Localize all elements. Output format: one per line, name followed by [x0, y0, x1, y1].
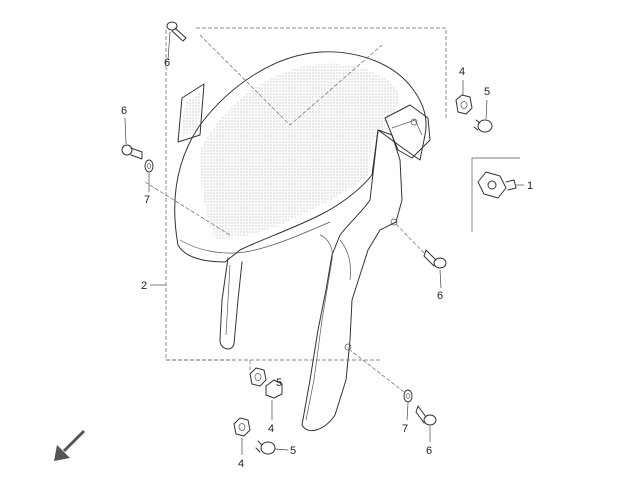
callout-7-left: 7	[144, 194, 150, 206]
assembly-boundary	[165, 27, 447, 370]
inset-part-1	[471, 157, 524, 232]
arrow-down-left-icon	[54, 429, 86, 461]
bolt-bottom-right	[415, 405, 437, 442]
bolt-left	[121, 117, 143, 160]
callout-6-right: 6	[437, 290, 443, 302]
callout-6-top-left: 6	[164, 57, 170, 69]
callout-1: 1	[527, 180, 533, 192]
nut-top-right	[455, 80, 473, 115]
callout-6-bottom: 6	[426, 445, 432, 457]
callout-6-left: 6	[121, 105, 127, 117]
nut-center-upper	[249, 367, 267, 387]
bolt-top-left	[166, 21, 187, 61]
nut-bottom-left	[233, 417, 251, 455]
callout-5-center: 5	[276, 377, 282, 389]
screw-bottom-center	[255, 440, 289, 455]
callout-4-bottom: 4	[238, 458, 244, 470]
screw-top-right	[473, 99, 493, 133]
front-fender	[144, 34, 431, 432]
callout-2: 2	[141, 280, 147, 292]
washer-left	[144, 159, 154, 192]
callout-7-right: 7	[402, 423, 408, 435]
bolt-right	[393, 221, 447, 289]
callout-labels: 1 2 4 4 4 5 5 5 6 6 6 6 7 7	[121, 57, 533, 470]
callout-5-top: 5	[484, 86, 490, 98]
callout-5-bottom: 5	[290, 445, 296, 457]
callout-4-top: 4	[459, 66, 465, 78]
screw-center-upper	[265, 379, 283, 420]
callout-4-center: 4	[268, 423, 274, 435]
washer-right	[349, 349, 413, 421]
